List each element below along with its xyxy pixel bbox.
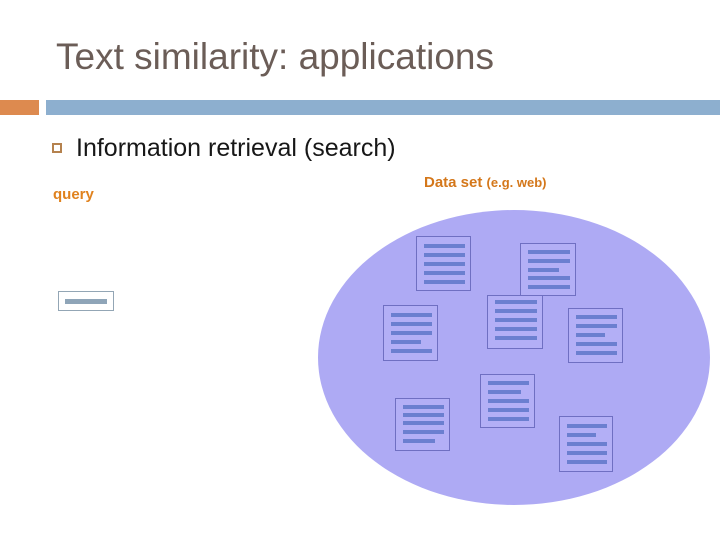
document-text-line <box>424 244 465 248</box>
document-text-line <box>567 442 607 446</box>
document-icon <box>487 295 543 349</box>
document-text-line <box>528 285 570 289</box>
query-document-line <box>65 299 107 304</box>
dataset-label-suffix: (e.g. web) <box>486 175 547 190</box>
document-text-line <box>528 276 570 280</box>
document-text-line <box>495 327 537 331</box>
document-text-line <box>424 253 465 257</box>
bullet-square-icon <box>52 143 62 153</box>
dataset-ellipse <box>318 210 710 505</box>
query-label: query <box>53 186 94 203</box>
document-text-line <box>424 280 465 284</box>
document-text-line <box>576 351 617 355</box>
page-title: Text similarity: applications <box>56 36 494 77</box>
document-text-line <box>528 250 570 254</box>
document-text-line <box>403 421 444 425</box>
document-text-line <box>528 259 570 263</box>
document-text-line <box>403 430 444 434</box>
bullet-item: Information retrieval (search) <box>52 133 396 163</box>
document-text-line <box>495 318 537 322</box>
document-icon <box>416 236 471 291</box>
document-text-line <box>567 433 596 437</box>
document-text-line <box>488 390 521 394</box>
document-text-line <box>488 381 529 385</box>
document-text-line <box>424 271 465 275</box>
document-icon <box>383 305 438 361</box>
document-text-line <box>528 268 559 272</box>
document-text-line <box>567 424 607 428</box>
document-icon <box>395 398 450 451</box>
document-text-line <box>391 322 432 326</box>
dataset-label-main: Data set <box>424 174 487 191</box>
document-text-line <box>495 336 537 340</box>
document-text-line <box>488 408 529 412</box>
document-text-line <box>391 340 421 344</box>
document-icon <box>559 416 613 472</box>
document-text-line <box>576 333 605 337</box>
document-text-line <box>488 399 529 403</box>
query-document-icon <box>58 291 114 311</box>
document-text-line <box>391 349 432 353</box>
bullet-item-label: Information retrieval (search) <box>76 134 396 162</box>
document-text-line <box>403 439 435 443</box>
document-icon <box>480 374 535 428</box>
document-text-line <box>403 405 444 409</box>
document-text-line <box>391 331 432 335</box>
document-text-line <box>576 342 617 346</box>
document-text-line <box>391 313 432 317</box>
document-text-line <box>495 300 537 304</box>
document-text-line <box>403 413 444 417</box>
document-text-line <box>576 315 617 319</box>
dataset-label: Data set (e.g. web) <box>424 174 546 192</box>
document-text-line <box>567 460 607 464</box>
title-rule <box>46 100 720 115</box>
title-rule-accent <box>0 100 39 115</box>
document-icon <box>568 308 623 363</box>
document-text-line <box>567 451 607 455</box>
document-text-line <box>488 417 529 421</box>
document-text-line <box>576 324 617 328</box>
document-text-line <box>424 262 465 266</box>
document-icon <box>520 243 576 296</box>
document-text-line <box>495 309 537 313</box>
